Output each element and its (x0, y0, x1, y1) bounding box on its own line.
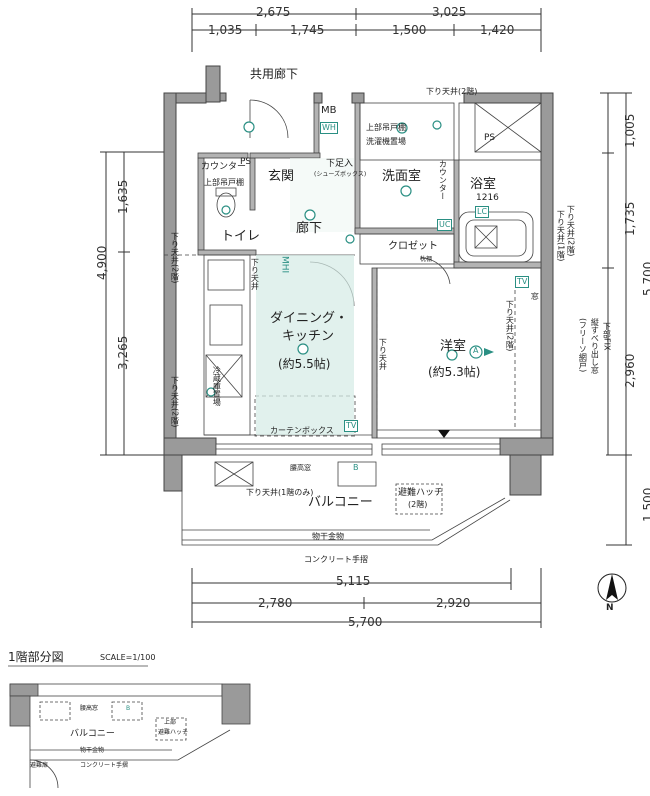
dim-left-inner-2: 3,265 (116, 335, 130, 370)
common-corridor-label: 共用廊下 (250, 67, 299, 81)
section-scale: SCALE=1/100 (100, 653, 156, 662)
counter-wash-label: カウンター (438, 160, 448, 200)
dim-bottom-1: 5,115 (336, 574, 371, 588)
tv-tag-ldk: TV (344, 420, 359, 432)
dim-right-bottom: 1,500 (641, 487, 650, 522)
window-vert-label: 窓 (530, 292, 540, 300)
fix-window-label: 下部FIX (602, 322, 612, 351)
washer-pan-label: 洗濯機置場 (366, 137, 406, 146)
rail-label: コンクリート手摺 (304, 555, 368, 564)
tv-tag-western: TV (515, 276, 530, 288)
dim-bottom-2a: 2,780 (258, 596, 293, 610)
left-dimension-lines (100, 151, 176, 456)
dim-bottom-total: 5,700 (348, 615, 383, 629)
dim-top2-4: 1,420 (480, 23, 515, 37)
a-mark: A (473, 346, 479, 355)
fix-window-note: 縦すべり出し窓 (590, 318, 600, 374)
a-arrow (484, 348, 494, 356)
dim-top-left: 2,675 (256, 5, 291, 19)
dim-left-outer: 4,900 (95, 245, 109, 280)
outer-walls (163, 65, 554, 496)
shoe-box-label: 下足入 (326, 159, 354, 169)
section-hanger-label: 物干金物 (80, 747, 105, 754)
dim-top2-2: 1,745 (290, 23, 325, 37)
dim-right-inner-2: 1,735 (623, 201, 637, 236)
dim-right-inner-3: 2,960 (623, 353, 637, 388)
compass-icon (597, 573, 627, 603)
balcony-label: バルコニー (308, 495, 373, 510)
closet-shelf-label: 枕棚 (420, 256, 433, 263)
dim-top2-3: 1,500 (392, 23, 427, 37)
closet-label: クロゼット (388, 241, 438, 252)
hanger-label: 物干金物 (312, 532, 344, 541)
ceiling-toilet-label: 下り天井(2階) (170, 232, 180, 284)
hallway-tint (290, 158, 354, 232)
wh-tag: WH (320, 122, 338, 134)
b-mark: B (353, 463, 359, 472)
right-note: (フリーソ網戸) (578, 318, 588, 373)
section-upper-label: 上部 (164, 719, 177, 726)
ceiling-2f-label: 下り天井(2階) (426, 87, 478, 96)
dim-bottom-2b: 2,920 (436, 596, 471, 610)
hallway-label: 廊下 (296, 221, 323, 236)
a-marker-circle (469, 345, 483, 359)
bath-size: 1216 (476, 193, 499, 203)
ac-triangle (438, 430, 450, 438)
section-balcony-label: バルコニー (70, 729, 115, 739)
upper-cabinet-wash-label: 上部吊戸棚 (366, 123, 406, 132)
western-ceiling-label: 下り天井(2階) (505, 300, 515, 352)
dim-top2-1: 1,035 (208, 23, 243, 37)
section-b-mark: B (126, 705, 131, 712)
outlet-markers (206, 120, 458, 397)
toilet-label: トイレ (221, 229, 261, 244)
dim-top-right: 3,025 (432, 5, 467, 19)
shoe-box-sub-label: (シューズボックス) (314, 171, 367, 178)
ps-small-label: PS (240, 157, 252, 167)
ceiling-balcony-label: 下り天井(1階のみ) (246, 488, 314, 497)
top-dimension-lines (191, 8, 542, 52)
ldk-label-line1: ダイニング・ (270, 311, 349, 326)
right-ceiling-label: 下り天井(2階) (566, 205, 576, 257)
compass-n-label: N (606, 603, 614, 613)
entrance-label: 玄関 (268, 169, 295, 184)
mb-label: MB (321, 105, 337, 116)
section-rail-label: コンクリート手摺 (80, 762, 129, 769)
mhi-label: MHI (279, 256, 290, 274)
counter-toilet-label: カウンター (201, 162, 247, 172)
uc-tag: UC (437, 219, 453, 231)
fridge-label: 冷蔵庫置場 (212, 366, 222, 406)
section-escape-label: 避難ハッチ (158, 729, 189, 736)
ceiling-kitchen-label: 下り天井 (250, 258, 260, 290)
ldk-label-line2: キッチン (282, 329, 335, 344)
ldk-size: (約5.5帖) (278, 357, 331, 371)
right-dimension-lines (600, 92, 632, 546)
section-drawing (8, 665, 251, 789)
western-room-label: 洋室 (440, 339, 467, 354)
bath-label: 浴室 (470, 177, 497, 192)
section-escape-gate-label: 避難扉 (30, 762, 49, 769)
section-window-label: 腰高窓 (80, 705, 99, 712)
interior-walls (197, 102, 542, 439)
section-title: 1階部分図 (8, 650, 64, 664)
dim-right-outer: 5,700 (641, 261, 650, 296)
upper-cabinet-toilet-label: 上部吊戸棚 (204, 178, 244, 187)
escape-hatch-sub-label: (2階) (408, 500, 428, 509)
dim-right-inner-1: 1,005 (623, 113, 637, 148)
lc-tag: LC (475, 206, 490, 218)
bottom-dimension-lines (191, 568, 542, 628)
ps-label: PS (484, 133, 496, 143)
western-room-size: (約5.3帖) (428, 365, 481, 379)
escape-hatch-label: 避難ハッチ (398, 488, 444, 498)
ceiling-ldk-label: 下り天井 (378, 338, 388, 370)
window-label: 腰高窓 (290, 464, 311, 472)
dim-left-inner-1: 1,635 (116, 179, 130, 214)
bath-ceiling-label: 下り天井(1階) (556, 210, 566, 262)
curtain-box-label: カーテンボックス (270, 426, 334, 435)
washroom-label: 洗面室 (382, 169, 422, 184)
ceiling-left-label: 下り天井(2階) (170, 376, 180, 428)
